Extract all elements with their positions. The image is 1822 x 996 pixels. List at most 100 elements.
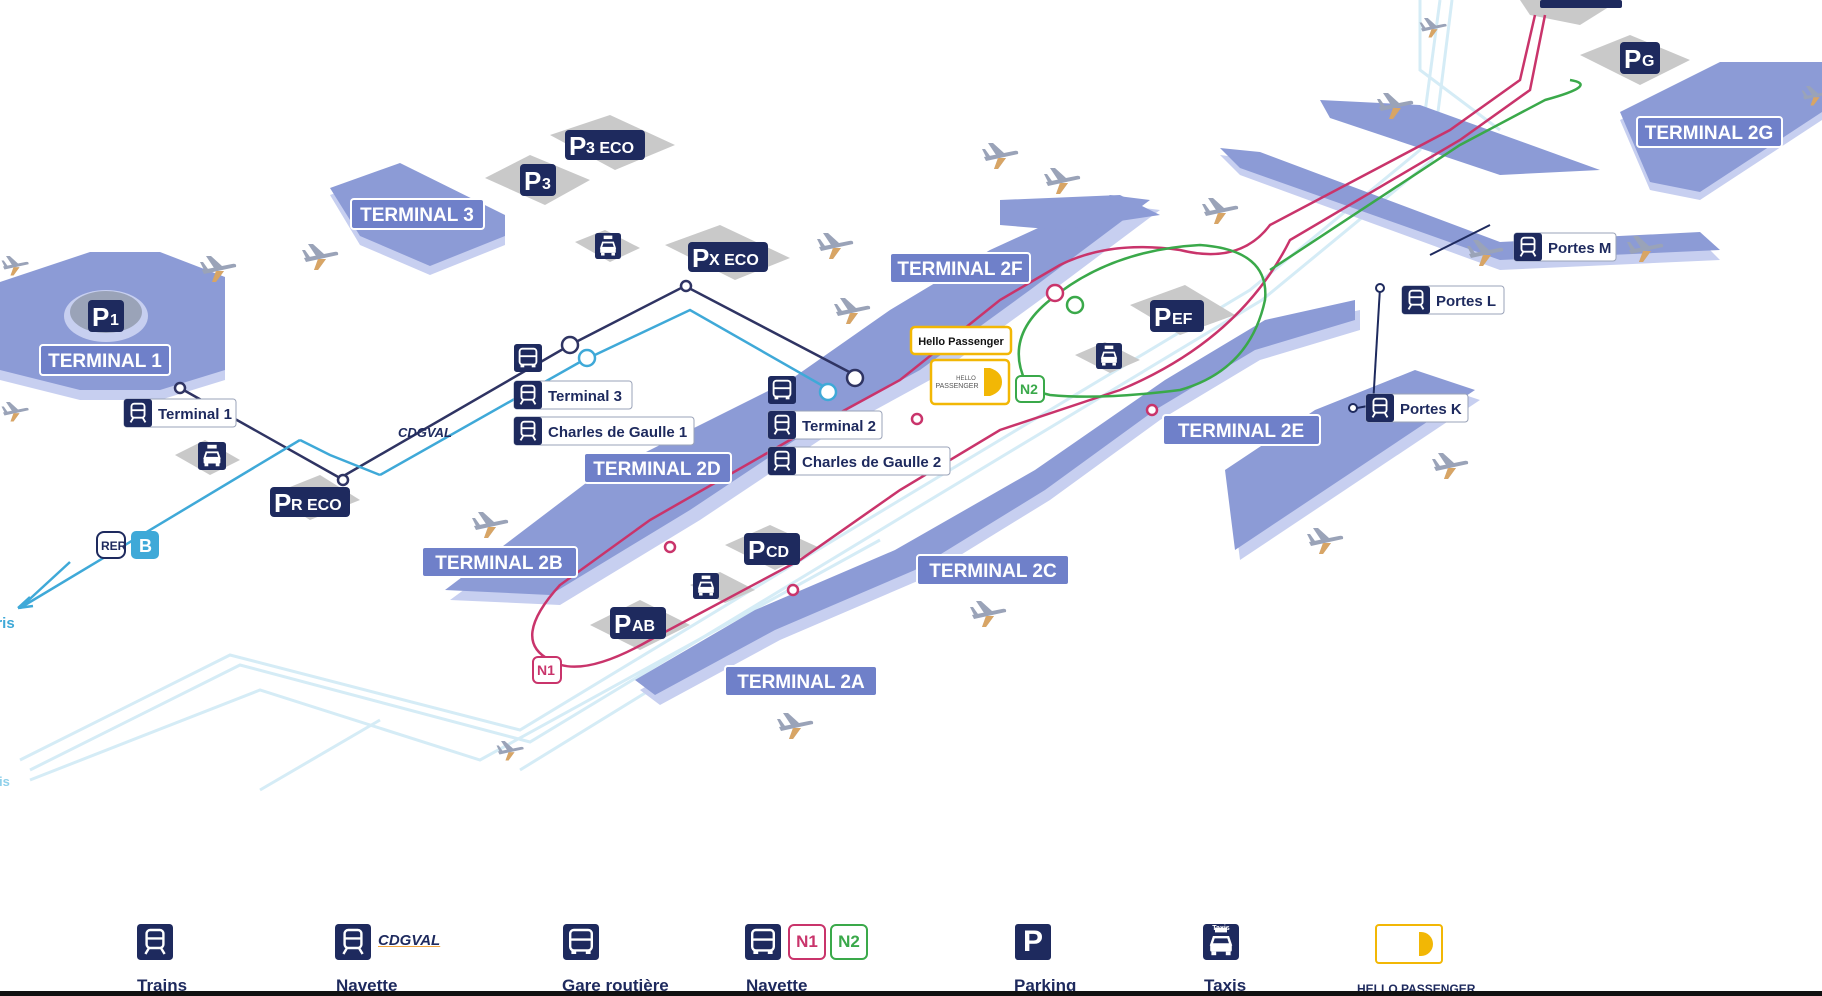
svg-text:P: P	[692, 243, 709, 273]
svg-text:Terminal 2: Terminal 2	[802, 418, 876, 435]
station-cdg2: Charles de Gaulle 2	[767, 446, 951, 476]
legend-n2-badge: N2	[830, 924, 868, 960]
parking-icon: P	[1015, 924, 1051, 960]
svg-text:P: P	[1154, 302, 1171, 332]
svg-text:N1: N1	[537, 662, 555, 678]
terminal-2f-label: TERMINAL 2F	[889, 252, 1031, 284]
legend-cdgval-label: CDGVAL	[378, 932, 441, 949]
svg-text:Hello Passenger: Hello Passenger	[918, 336, 1004, 348]
svg-text:TERMINAL 2A: TERMINAL 2A	[737, 672, 865, 693]
svg-text:TERMINAL 2D: TERMINAL 2D	[593, 459, 720, 480]
svg-text:AB: AB	[632, 618, 655, 635]
legend-taxis-sign: Taxis	[1212, 925, 1230, 932]
station-terminal-1: Terminal 1	[123, 398, 237, 428]
legend-trains	[137, 924, 173, 965]
svg-text:TERMINAL 1: TERMINAL 1	[48, 351, 162, 372]
legend-gare-routiere-label: Gare routière	[562, 976, 669, 995]
svg-text:X ECO: X ECO	[709, 252, 759, 269]
train-icon	[137, 924, 173, 960]
svg-text:G: G	[1642, 53, 1654, 70]
svg-text:HELLO: HELLO	[956, 376, 976, 382]
svg-text:TERMINAL 2B: TERMINAL 2B	[435, 553, 562, 574]
svg-text:B: B	[139, 536, 152, 556]
hello-passenger-logo-icon	[1375, 924, 1443, 964]
svg-text:R ECO: R ECO	[291, 497, 342, 514]
svg-text:TERMINAL 2E: TERMINAL 2E	[1178, 421, 1304, 442]
svg-text:TERMINAL 2G: TERMINAL 2G	[1645, 123, 1773, 144]
terminal-1-label: TERMINAL 1	[39, 344, 171, 376]
bottom-border	[0, 991, 1822, 996]
svg-text:P: P	[569, 131, 586, 161]
terminal-3-label: TERMINAL 3	[350, 198, 485, 230]
legend-navette-label: Navette	[336, 976, 398, 995]
station-labels: Terminal 1 Terminal 3 Charles de Gaulle …	[123, 232, 1617, 476]
station-portes-l: Portes L	[1401, 285, 1505, 315]
terminal-2b-label: TERMINAL 2B	[421, 546, 578, 578]
parking-top-sign	[1540, 0, 1622, 8]
svg-text:PASSENGER: PASSENGER	[935, 383, 978, 390]
n1-badge: N1	[532, 656, 562, 684]
svg-text:P: P	[274, 488, 291, 518]
svg-text:TERMINAL 2F: TERMINAL 2F	[897, 259, 1022, 280]
svg-text:P: P	[92, 302, 109, 332]
rer-b-badge: B	[131, 531, 159, 559]
terminal-2g-label: TERMINAL 2G	[1636, 116, 1783, 148]
n2-badge: N2	[1015, 375, 1045, 403]
svg-text:Charles de Gaulle 1: Charles de Gaulle 1	[548, 424, 687, 441]
svg-text:P: P	[748, 535, 765, 565]
svg-text:P: P	[614, 609, 631, 639]
svg-text:3 ECO: 3 ECO	[586, 140, 634, 157]
station-terminal-3: Terminal 3	[513, 344, 633, 410]
bus-icon	[745, 924, 781, 960]
paris-label-top: Paris	[0, 615, 15, 632]
terminal-labels: TERMINAL 1 TERMINAL 3 TERMINAL 2F TERMIN…	[39, 116, 1783, 697]
svg-text:N2: N2	[1020, 381, 1038, 397]
station-portes-k: Portes K	[1365, 393, 1469, 423]
line-labels: CDGVAL RER B N1 N2 Paris Paris	[0, 375, 1045, 789]
rer-b-line	[19, 308, 831, 610]
train-icon	[335, 924, 371, 960]
svg-text:TERMINAL 3: TERMINAL 3	[360, 205, 474, 226]
svg-text:Portes K: Portes K	[1400, 401, 1462, 418]
svg-text:CD: CD	[766, 544, 789, 561]
legend-taxis-label: Taxis	[1204, 976, 1247, 995]
station-terminal-2: Terminal 2	[767, 376, 883, 440]
svg-text:P: P	[1624, 44, 1641, 74]
svg-text:Charles de Gaulle 2: Charles de Gaulle 2	[802, 454, 941, 471]
cdgval-label: CDGVAL	[398, 425, 452, 440]
legend-navette-cdgval	[335, 924, 371, 965]
legend-navette-bus	[745, 924, 781, 965]
legend-gare-routiere	[563, 924, 599, 965]
legend-navette-bus-label: Navette	[746, 976, 808, 995]
paris-label-bottom: Paris	[0, 774, 10, 789]
line-stops	[173, 279, 1159, 597]
map-legend: Trains CDGVAL Navette Gare routière N1 N…	[0, 910, 1822, 996]
hello-passenger-marker[interactable]: Hello Passenger HELLO PASSENGER	[909, 325, 1013, 406]
station-cdg1: Charles de Gaulle 1	[513, 416, 695, 446]
svg-text:1: 1	[110, 312, 119, 329]
bus-icon	[563, 924, 599, 960]
station-portes-m: Portes M	[1513, 232, 1617, 262]
terminal-2d-label: TERMINAL 2D	[583, 452, 732, 484]
svg-text:Terminal 3: Terminal 3	[548, 388, 622, 405]
svg-text:P: P	[524, 166, 541, 196]
legend-parking-label: Parking	[1014, 976, 1077, 995]
n2-shuttle-line	[1017, 78, 1582, 398]
terminal-2c-label: TERMINAL 2C	[916, 554, 1070, 586]
terminal-2a-label: TERMINAL 2A	[724, 665, 878, 697]
svg-text:TERMINAL 2C: TERMINAL 2C	[929, 561, 1057, 582]
svg-text:Terminal 1: Terminal 1	[158, 406, 232, 423]
svg-text:Portes L: Portes L	[1436, 293, 1496, 310]
svg-text:RER: RER	[101, 539, 127, 553]
svg-text:Portes M: Portes M	[1548, 240, 1611, 257]
legend-n1-badge: N1	[788, 924, 826, 960]
